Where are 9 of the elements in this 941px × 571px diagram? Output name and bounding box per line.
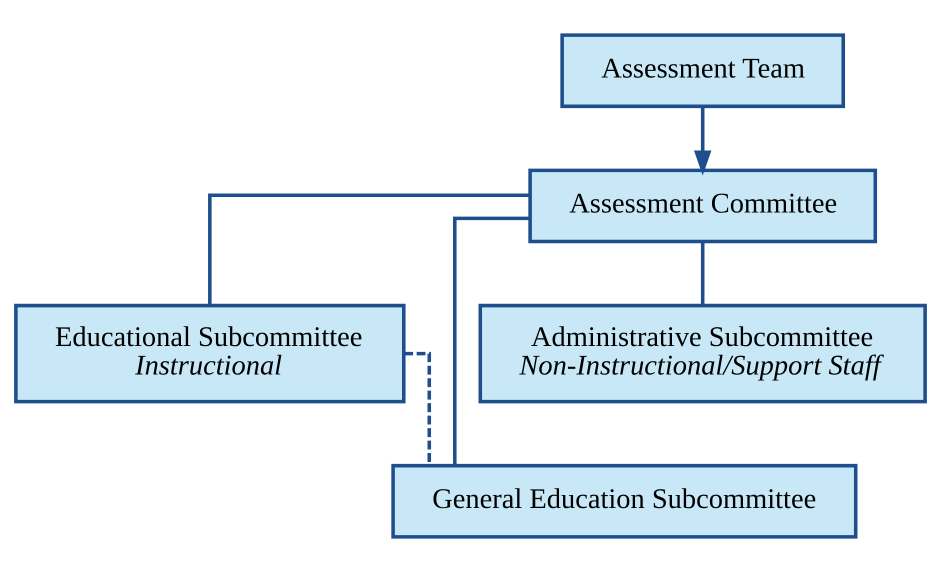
connector	[700, 241, 704, 305]
node-box: Administrative Subcommittee Non-Instructional/Support Staff	[478, 303, 927, 403]
node-box: Assessment Committee	[528, 168, 878, 243]
node-box: Educational Subcommittee Instructional	[14, 303, 406, 403]
arrow	[694, 106, 712, 175]
connector	[208, 192, 530, 305]
node-box: General Education Subcommittee	[391, 463, 858, 538]
connector	[453, 216, 530, 465]
node-box: Assessment Team	[560, 32, 846, 108]
